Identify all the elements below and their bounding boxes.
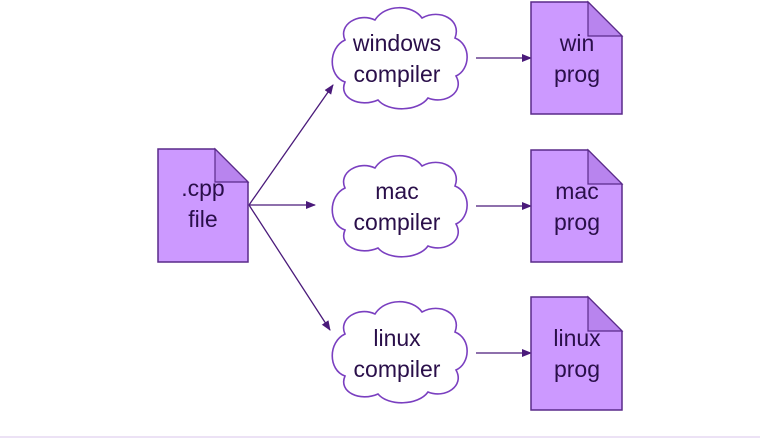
output-label-1: linux: [553, 325, 601, 351]
compiler-label-1: linux: [373, 325, 421, 351]
compiler-label-1: mac: [375, 178, 418, 204]
source-file-label-1: .cpp: [181, 175, 224, 201]
cloud-shape: [331, 154, 468, 258]
cloud-shape: [331, 300, 468, 404]
output-label-2: prog: [554, 209, 600, 235]
compiler-label-1: windows: [352, 30, 441, 56]
source-file-node: .cpp file: [157, 147, 250, 263]
compiler-node-linux: linux compiler: [331, 300, 468, 404]
compiler-label-2: compiler: [354, 209, 441, 235]
output-file-shape: [530, 149, 623, 263]
output-file-linux: linux prog: [530, 295, 624, 411]
output-file-fold: [587, 295, 624, 332]
compiler-label-2: compiler: [354, 356, 441, 382]
cloud-shape: [331, 6, 468, 110]
output-label-1: mac: [555, 178, 598, 204]
output-file-mac: mac prog: [530, 148, 624, 263]
compiler-node-mac: mac compiler: [331, 154, 468, 258]
output-label-2: prog: [554, 61, 600, 87]
output-file-win: win prog: [530, 0, 624, 115]
output-file-shape: [530, 1, 623, 115]
output-label-1: win: [559, 30, 595, 56]
output-file-fold: [587, 0, 624, 37]
output-file-fold: [587, 148, 624, 185]
source-file-fold: [214, 147, 250, 183]
compiler-label-2: compiler: [354, 61, 441, 87]
output-label-2: prog: [554, 356, 600, 382]
bottom-divider: [0, 436, 760, 438]
arrow-source-to-windows: [248, 84, 334, 206]
compiler-node-windows: windows compiler: [331, 6, 468, 110]
source-file-label-2: file: [188, 206, 217, 232]
arrow-source-to-linux: [248, 204, 331, 331]
output-file-shape: [530, 296, 623, 411]
